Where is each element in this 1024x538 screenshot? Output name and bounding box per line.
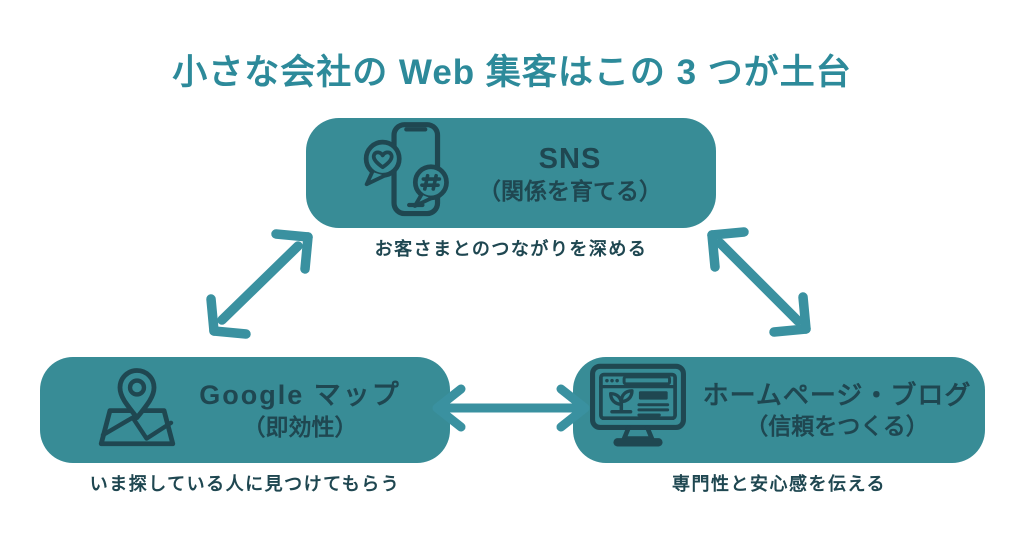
arrow-sns-homepage [694,222,820,349]
node-homepage: ホームページ・ブログ （信頼をつくる） [573,357,985,463]
website-monitor-icon [587,357,689,464]
node-sns-sublabel: （関係を育てる） [478,177,662,204]
node-sns-label: SNS [538,142,602,175]
node-gmap: Google マップ （即効性） [40,357,450,463]
node-homepage-caption: 専門性と安心感を伝える [672,474,886,494]
node-gmap-caption: いま探している人に見つけてもらう [89,474,401,494]
arrow-sns-gmap [192,222,318,349]
node-gmap-label: Google マップ [199,379,401,410]
diagram-title: 小さな会社の Web 集客はこの 3 つが土台 [172,53,852,92]
google-map-pin-icon [89,360,185,461]
node-gmap-sublabel: （即効性） [242,413,358,440]
sns-smartphone-icon [360,119,464,228]
arrow-gmap-homepage [425,382,597,439]
node-homepage-label: ホームページ・ブログ [702,380,972,411]
node-homepage-sublabel: （信頼をつくる） [745,412,929,439]
node-sns: SNS （関係を育てる） [306,118,716,228]
node-sns-caption: お客さまとのつながりを深める [374,239,648,259]
